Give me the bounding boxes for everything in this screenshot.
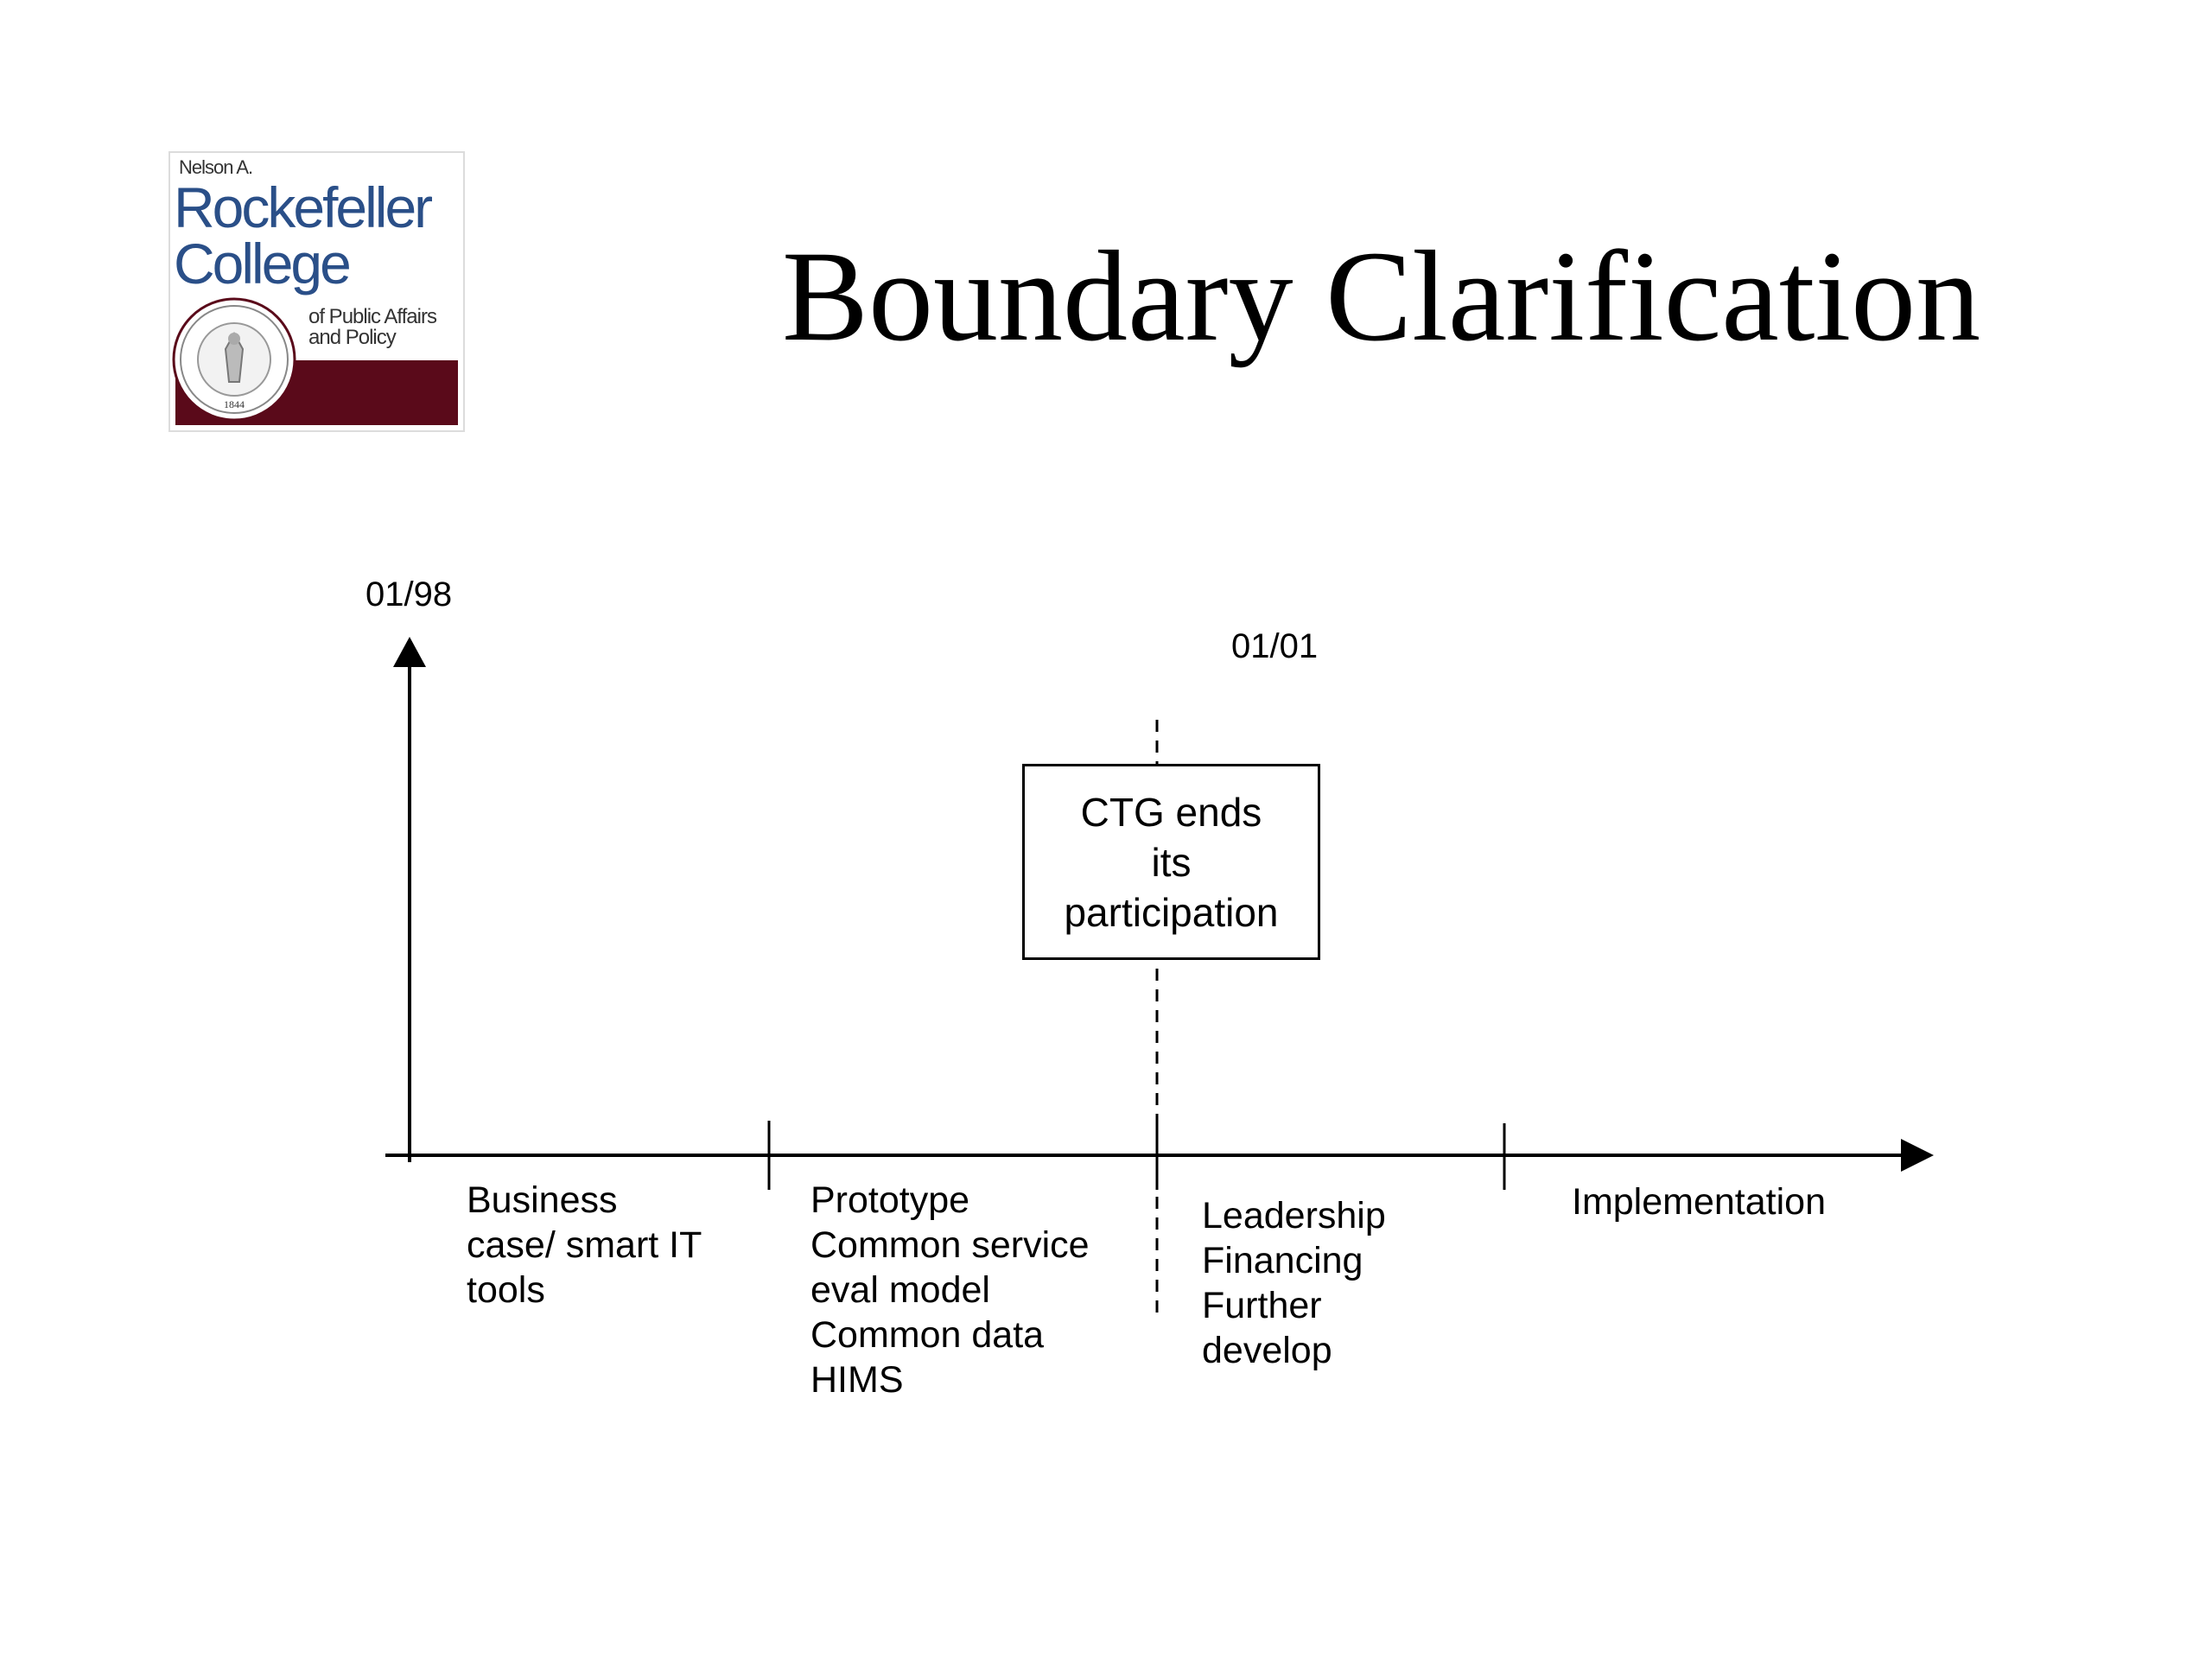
college-logo: Nelson A. Rockefeller College of Public …	[168, 151, 465, 432]
logo-name-line2: College	[174, 232, 352, 296]
callout-text: CTG ends its participation	[1064, 789, 1279, 935]
logo-subtitle: of Public Affairs and Policy	[308, 305, 437, 349]
horizontal-axis-arrowhead	[1901, 1139, 1934, 1172]
logo-top-line: Nelson A.	[179, 156, 253, 178]
phase-label-leadership: Leadership Financing Further develop	[1202, 1195, 1386, 1371]
phase-label-implementation: Implementation	[1572, 1181, 1826, 1223]
seal-year: 1844	[224, 398, 245, 410]
university-seal-icon: 1844	[172, 297, 296, 422]
phase-label-business-case: Business case/ smart IT tools	[467, 1179, 702, 1311]
callout-box: CTG ends its participation	[1022, 764, 1320, 960]
logo-name-line1: Rockefeller	[174, 175, 433, 239]
slide-title: Boundary Clarification	[782, 225, 1981, 368]
start-date-label: 01/98	[365, 575, 453, 613]
phase-label-prototype: Prototype Common service eval model Comm…	[810, 1179, 1090, 1401]
marker-date-label: 01/01	[1231, 627, 1319, 665]
vertical-axis-arrowhead	[393, 637, 426, 667]
